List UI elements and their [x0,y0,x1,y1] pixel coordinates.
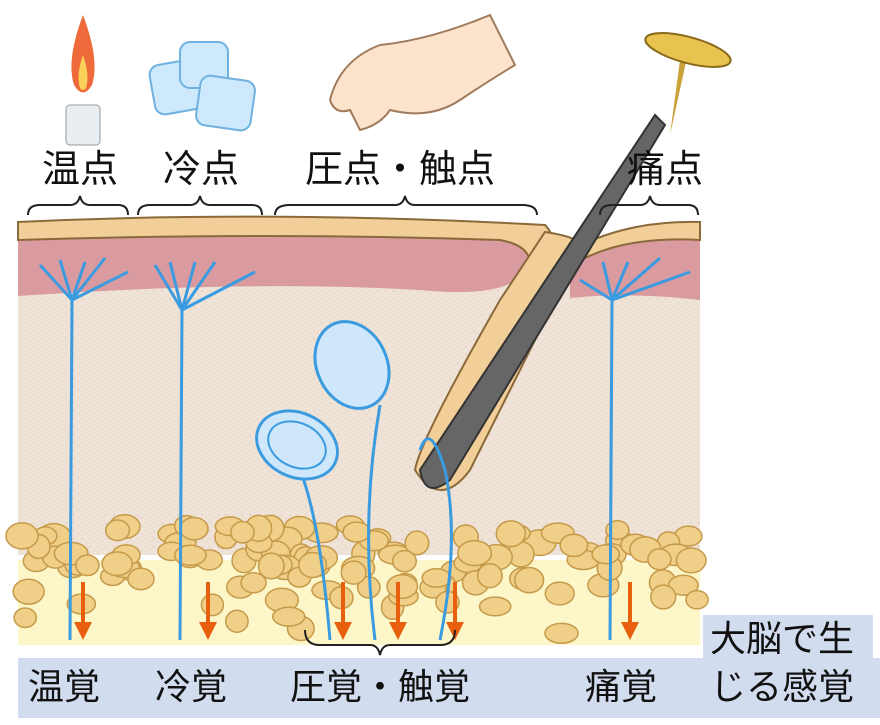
fat-cell [179,516,209,541]
fat-cell [404,530,430,556]
fat-cell [591,544,621,565]
fat-cell [230,520,255,544]
fat-cell [12,578,45,605]
epidermis-layer-right [570,236,700,300]
fat-cell [647,548,672,571]
fat-cell [392,549,418,573]
fat-cell [127,567,155,591]
pacinian-corpuscle [255,409,339,481]
fat-cell [224,609,249,633]
fat-cell [340,560,367,585]
fat-cell [685,589,709,610]
fat-cell [421,567,452,588]
braces [27,195,699,656]
fat-cell [104,519,131,542]
hand-touch-icon [328,13,517,132]
label-pain-point: 痛点 [627,147,704,191]
signal-arrow [74,582,92,640]
fat-cell [271,606,306,627]
fat-cell [173,544,207,566]
candle-flame-icon [65,15,101,146]
note-line1: 大脳で生 [710,619,855,660]
ice-cubes-icon [148,41,256,132]
label-warm-point: 温点 [42,147,119,191]
epidermis-layer [18,229,530,296]
fat-cell [478,596,512,617]
label-pressure-touch-point: 圧点・触点 [305,147,496,191]
meissner-corpuscle [313,320,391,410]
fat-cell [667,574,699,596]
fat-cell [200,593,225,617]
fat-cell [386,573,419,599]
signal-arrow [389,582,407,640]
label-pressure-touch-sensation: 圧覚・触覚 [290,667,471,708]
fat-cell [13,607,38,629]
label-cold-sensation: 冷覚 [155,667,228,708]
fat-cell [650,584,677,610]
fat-cell [240,572,267,594]
fat-cell [514,566,545,594]
signal-arrow [446,582,464,640]
signal-arrow [334,582,352,640]
fat-cell [476,563,503,589]
fat-cell [342,521,371,543]
fat-cells [5,514,709,644]
nerve-fibers [38,256,691,641]
fat-cell [559,533,589,558]
note-box [703,615,873,718]
skin-surface-right [573,220,701,260]
fat-cell [101,551,134,577]
fat-cell [5,522,39,550]
fat-cell [495,520,527,548]
label-pain-sensation: 痛覚 [585,667,658,708]
note-line2: じる感覚 [710,667,855,708]
label-cold-point: 冷点 [163,147,240,191]
signal-arrow [199,582,217,640]
signal-arrows [74,582,639,640]
fat-cell [544,581,575,606]
fat-cell [675,547,707,574]
label-warm-sensation: 温覚 [28,667,101,708]
fat-cell [457,539,493,567]
fat-cell [75,554,100,577]
signal-arrow [621,582,639,640]
fat-cell [257,552,285,580]
fat-cell [544,622,579,644]
thumbtack-icon [644,32,732,135]
